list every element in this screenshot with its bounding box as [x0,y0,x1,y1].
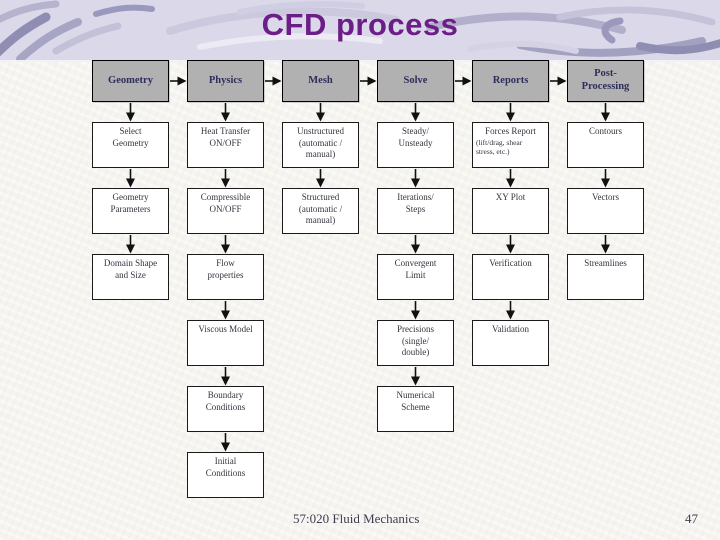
flow-node-sublabel: (lift/drag, shear stress, etc.) [476,137,523,157]
flow-node-label: Unstructured (automatic / manual) [297,126,344,160]
stage-header-6: Post- Processing [567,60,644,102]
flow-node-label: Convergent Limit [394,258,437,280]
flow-node-label: XY Plot [495,192,526,202]
flow-node-label: Steady/ Unsteady [398,126,433,148]
flow-node: Domain Shape and Size [92,254,169,300]
flow-node-label: Heat Transfer ON/OFF [200,126,251,148]
footer-course-label: 57:020 Fluid Mechanics [293,511,420,526]
flow-node-label: Verification [489,258,532,268]
flow-node: Forces Report(lift/drag, shear stress, e… [472,122,549,168]
flow-node-label: Iterations/ Steps [397,192,434,214]
flow-node: Structured (automatic / manual) [282,188,359,234]
flow-node: Unstructured (automatic / manual) [282,122,359,168]
flow-node: Boundary Conditions [187,386,264,432]
stage-header-3: Mesh [282,60,359,102]
flow-node-label: Structured (automatic / manual) [298,192,343,226]
flow-node-label: Numerical Scheme [396,390,435,412]
flow-node: Compressible ON/OFF [187,188,264,234]
flow-node: Precisions (single/ double) [377,320,454,366]
flow-node-label: Initial Conditions [205,456,246,478]
flow-node: Initial Conditions [187,452,264,498]
flow-node-label: Vectors [592,192,619,202]
flow-node: Heat Transfer ON/OFF [187,122,264,168]
flow-node: Flow properties [187,254,264,300]
flow-node: Steady/ Unsteady [377,122,454,168]
flow-node: Viscous Model [187,320,264,366]
flow-node: Numerical Scheme [377,386,454,432]
flow-node: XY Plot [472,188,549,234]
flow-node: Verification [472,254,549,300]
flow-node-label: Forces Report [485,126,536,136]
flow-node: Vectors [567,188,644,234]
banner-swirls-decoration [0,0,720,60]
flow-node: Convergent Limit [377,254,454,300]
stage-header-2: Physics [187,60,264,102]
flow-node: Iterations/ Steps [377,188,454,234]
flow-node-label: Boundary Conditions [205,390,246,412]
stage-header-4: Solve [377,60,454,102]
flow-node: Validation [472,320,549,366]
flow-node: Contours [567,122,644,168]
stage-header-1: Geometry [92,60,169,102]
flow-node: Streamlines [567,254,644,300]
flow-node-label: Validation [492,324,529,334]
flow-node: Geometry Parameters [92,188,169,234]
flow-node: Select Geometry [92,122,169,168]
flow-node-label: Geometry Parameters [110,192,151,214]
flow-node-label: Viscous Model [198,324,253,334]
flow-node-label: Select Geometry [112,126,149,148]
flow-node-label: Precisions (single/ double) [397,324,434,358]
footer-page-number: 47 [685,511,698,526]
flow-node-label: Contours [588,126,622,136]
flow-node-label: Domain Shape and Size [103,258,158,280]
slide-title: CFD process [261,7,459,42]
stage-header-5: Reports [472,60,549,102]
flow-node-label: Compressible ON/OFF [200,192,251,214]
title-banner [0,0,720,62]
flow-node-label: Streamlines [584,258,627,268]
flow-node-label: Flow properties [207,258,244,280]
